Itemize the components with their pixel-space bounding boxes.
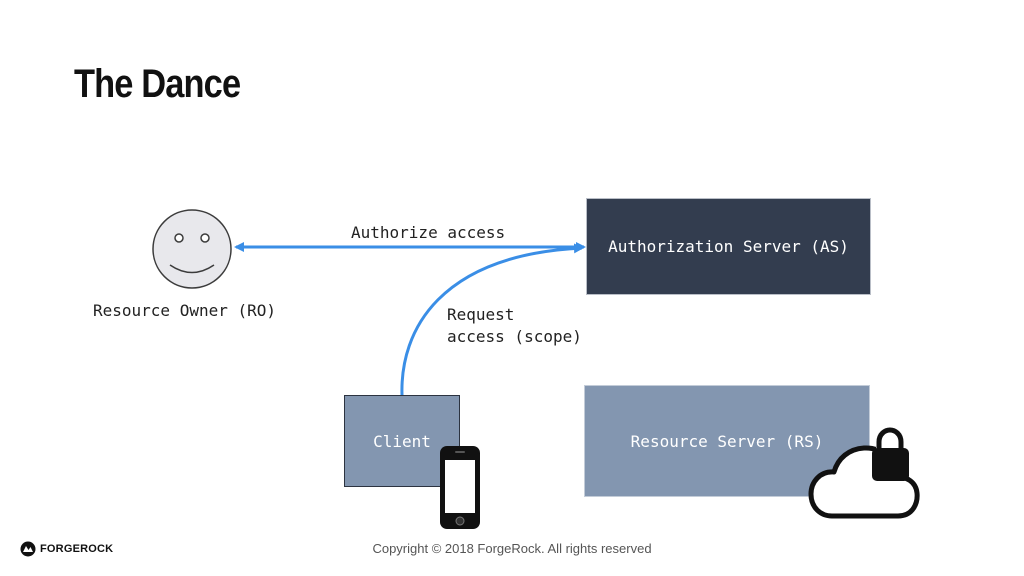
request-access-arrow: [400, 243, 584, 396]
forgerock-logo: FORGEROCK: [20, 541, 113, 557]
forgerock-logo-icon: [20, 541, 36, 557]
copyright-footer: Copyright © 2018 ForgeRock. All rights r…: [372, 541, 652, 556]
resource-server-label: Resource Server (RS): [630, 431, 824, 451]
smiley-face-icon: [152, 209, 232, 289]
authorization-server-box: Authorization Server (AS): [586, 198, 871, 295]
resource-owner-label: Resource Owner (RO): [93, 301, 277, 320]
smartphone-icon: [440, 446, 480, 529]
request-access-label: Request access (scope): [447, 304, 582, 348]
request-access-line-2: access (scope): [447, 327, 582, 346]
authorization-server-label: Authorization Server (AS): [608, 237, 849, 256]
forgerock-logo-text: FORGEROCK: [40, 543, 114, 555]
request-access-line-1: Request: [447, 305, 515, 324]
slide-title: The Dance: [74, 62, 241, 106]
client-label: Client: [373, 431, 431, 451]
authorize-access-label: Authorize access: [351, 223, 506, 242]
cloud-lock-icon: [808, 427, 920, 519]
